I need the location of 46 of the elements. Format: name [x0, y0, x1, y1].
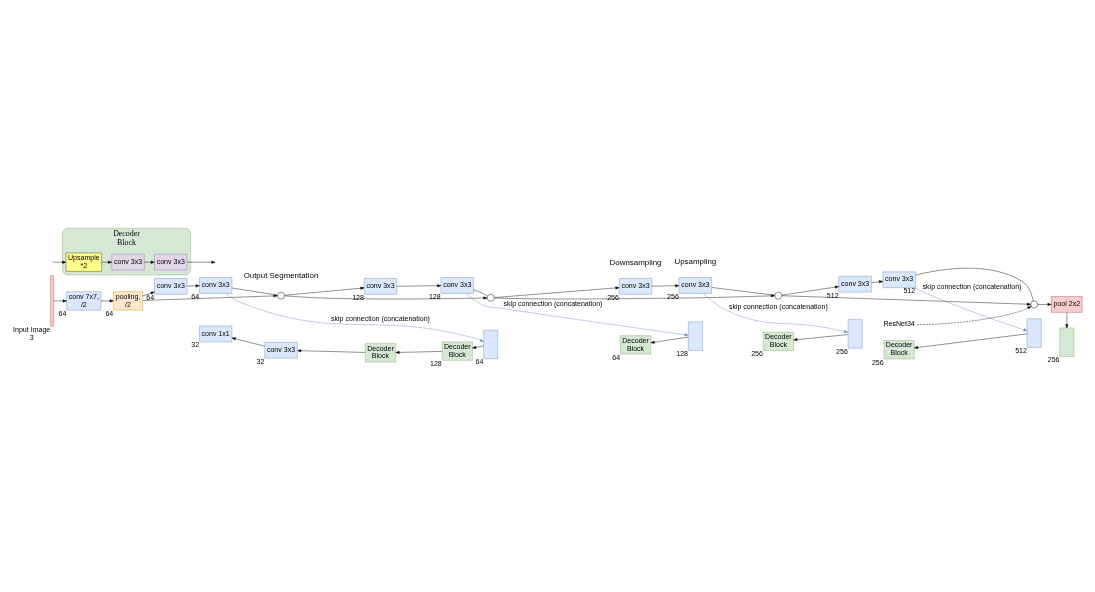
- node-bar: [50, 274, 54, 326]
- label: Upsampling: [674, 256, 717, 266]
- arrow: [1037, 302, 1052, 306]
- arrow: [231, 336, 265, 346]
- arrow: [186, 283, 200, 287]
- arrow: [793, 333, 849, 341]
- node-box: [483, 329, 498, 359]
- arrow: [781, 295, 1031, 306]
- label: Downsampling: [609, 257, 662, 267]
- node-circle: [1030, 300, 1038, 308]
- arrow: [395, 350, 443, 354]
- node-circle: [486, 293, 495, 302]
- arrow: [465, 292, 689, 336]
- arrow: [651, 283, 680, 287]
- arrow: [916, 305, 1032, 325]
- arrow: [650, 336, 689, 344]
- arrow: [100, 298, 114, 302]
- node-circle: [277, 291, 285, 299]
- arrow: [914, 287, 1028, 331]
- node-box: [688, 321, 703, 351]
- arrow: [101, 260, 112, 264]
- arrow: [142, 291, 155, 296]
- arrow: [494, 293, 775, 299]
- arrow: [297, 348, 366, 353]
- arrow: [52, 260, 67, 264]
- arrow: [871, 279, 884, 283]
- arrow: [914, 333, 1028, 349]
- node-circle: [774, 291, 783, 299]
- arrow: [781, 285, 839, 295]
- arrow: [144, 260, 155, 264]
- node-box: [1059, 327, 1075, 357]
- arrow: [472, 345, 484, 349]
- connector: [711, 286, 775, 295]
- label: Output Segmentation: [243, 270, 319, 280]
- arrow: [284, 295, 488, 299]
- arrow: [284, 286, 365, 296]
- arrow: [186, 260, 216, 264]
- node-box: [847, 318, 863, 348]
- arrow: [142, 293, 278, 301]
- arrow: [1065, 311, 1069, 328]
- arrow: [703, 292, 849, 333]
- node-box: [1027, 318, 1042, 348]
- arrow: [225, 292, 484, 342]
- arrow: [396, 283, 442, 287]
- arrow: [53, 298, 67, 302]
- connector: [231, 287, 278, 295]
